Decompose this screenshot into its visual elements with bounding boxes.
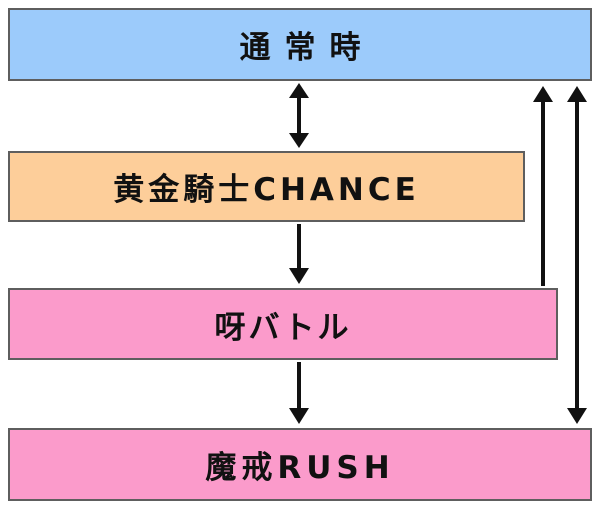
edge-battle-normal bbox=[533, 86, 553, 286]
edge-rush-normal bbox=[567, 86, 587, 424]
node-normal-state-label: 通常時 bbox=[239, 30, 375, 66]
node-golden-knight-chance: 黄金騎士CHANCE bbox=[8, 151, 525, 222]
arrowhead-down-icon bbox=[289, 268, 309, 284]
node-normal-state: 通常時 bbox=[8, 8, 592, 81]
node-golden-knight-chance-label: 黄金騎士CHANCE bbox=[113, 172, 420, 208]
arrowhead-up-icon bbox=[289, 83, 309, 98]
edge-chance-battle bbox=[289, 224, 309, 284]
node-battle: 呀バトル bbox=[8, 288, 558, 360]
node-battle-label: 呀バトル bbox=[214, 309, 352, 346]
edge-battle-rush bbox=[289, 362, 309, 424]
arrowhead-down-icon bbox=[289, 133, 309, 148]
arrowhead-down-icon bbox=[289, 408, 309, 424]
arrowhead-up-icon bbox=[567, 86, 587, 102]
edge-normal-chance bbox=[289, 83, 309, 148]
arrowhead-up-icon bbox=[533, 86, 553, 102]
arrowhead-down-icon bbox=[567, 408, 587, 424]
node-makai-rush-label: 魔戒RUSH bbox=[205, 450, 395, 486]
node-makai-rush: 魔戒RUSH bbox=[8, 428, 592, 501]
